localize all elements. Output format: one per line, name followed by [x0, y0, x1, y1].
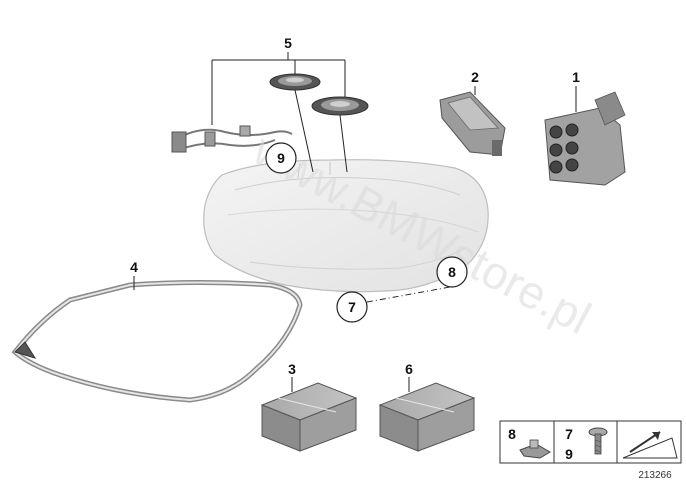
legend-cell-8-label: 8	[508, 426, 516, 442]
legend-cell-7-label: 7	[565, 426, 573, 442]
screw-icon	[588, 427, 608, 455]
part-3-box[interactable]	[260, 382, 358, 452]
callout-9-label: 9	[277, 150, 285, 166]
callout-2-label: 2	[471, 69, 479, 85]
callout-8-label: 8	[448, 264, 456, 280]
part-5-leader-lines	[211, 52, 348, 173]
part-6-box[interactable]	[378, 382, 476, 452]
part-4-trim-frame[interactable]	[11, 280, 303, 403]
clip-nut-icon	[519, 439, 551, 459]
callout-7-circle[interactable]: 7	[336, 291, 368, 323]
arrow-wedge-icon	[622, 431, 678, 459]
wiring-harness[interactable]	[171, 125, 293, 153]
callout-7-label: 7	[348, 299, 356, 315]
part-1-led-module[interactable]	[544, 91, 626, 186]
reference-number: 213266	[638, 470, 672, 481]
part-2-control-unit[interactable]	[439, 91, 506, 156]
callout-5-label: 5	[284, 35, 292, 51]
callout-7-8-leader-line	[366, 286, 451, 303]
callout-8-circle[interactable]: 8	[436, 256, 468, 288]
callout-3-label: 3	[288, 361, 296, 377]
callout-4-label: 4	[130, 259, 138, 275]
callout-9-circle[interactable]: 9	[265, 142, 297, 174]
callout-1-label: 1	[572, 69, 580, 85]
legend-cell-9-label: 9	[565, 446, 573, 462]
part-5-cover-caps[interactable]	[269, 73, 369, 116]
callout-6-label: 6	[405, 361, 413, 377]
